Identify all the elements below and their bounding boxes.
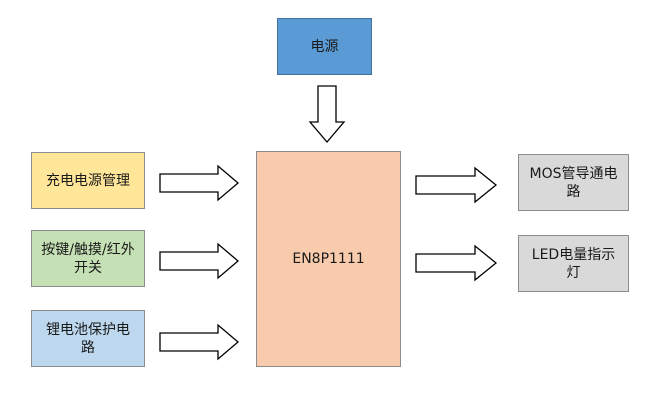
led-indicator-block: LED电量指示灯 (518, 235, 629, 292)
mcu-label: EN8P1111 (292, 251, 365, 267)
led-indicator-label: LED电量指示灯 (531, 246, 616, 281)
mos-conduction-block: MOS管导通电路 (518, 154, 629, 211)
arrow-mcu-to-mos (415, 166, 498, 204)
power-label: 电源 (310, 38, 339, 55)
charge-management-block: 充电电源管理 (31, 152, 145, 209)
arrow-keys-to-mcu (159, 242, 240, 280)
battery-protection-block: 锂电池保护电路 (31, 310, 145, 367)
arrow-charge-to-mcu (159, 164, 240, 202)
key-touch-ir-switch-label: 按键/触摸/红外开关 (41, 241, 135, 276)
charge-management-label: 充电电源管理 (46, 172, 130, 189)
mcu-block: EN8P1111 (256, 151, 401, 367)
mos-conduction-label: MOS管导通电路 (529, 165, 618, 200)
arrow-mcu-to-led (415, 244, 498, 282)
power-block: 电源 (277, 18, 372, 75)
arrow-power-to-mcu (308, 85, 346, 144)
battery-protection-label: 锂电池保护电路 (46, 321, 130, 356)
arrow-battery-to-mcu (159, 323, 240, 361)
key-touch-ir-switch-block: 按键/触摸/红外开关 (31, 230, 145, 287)
